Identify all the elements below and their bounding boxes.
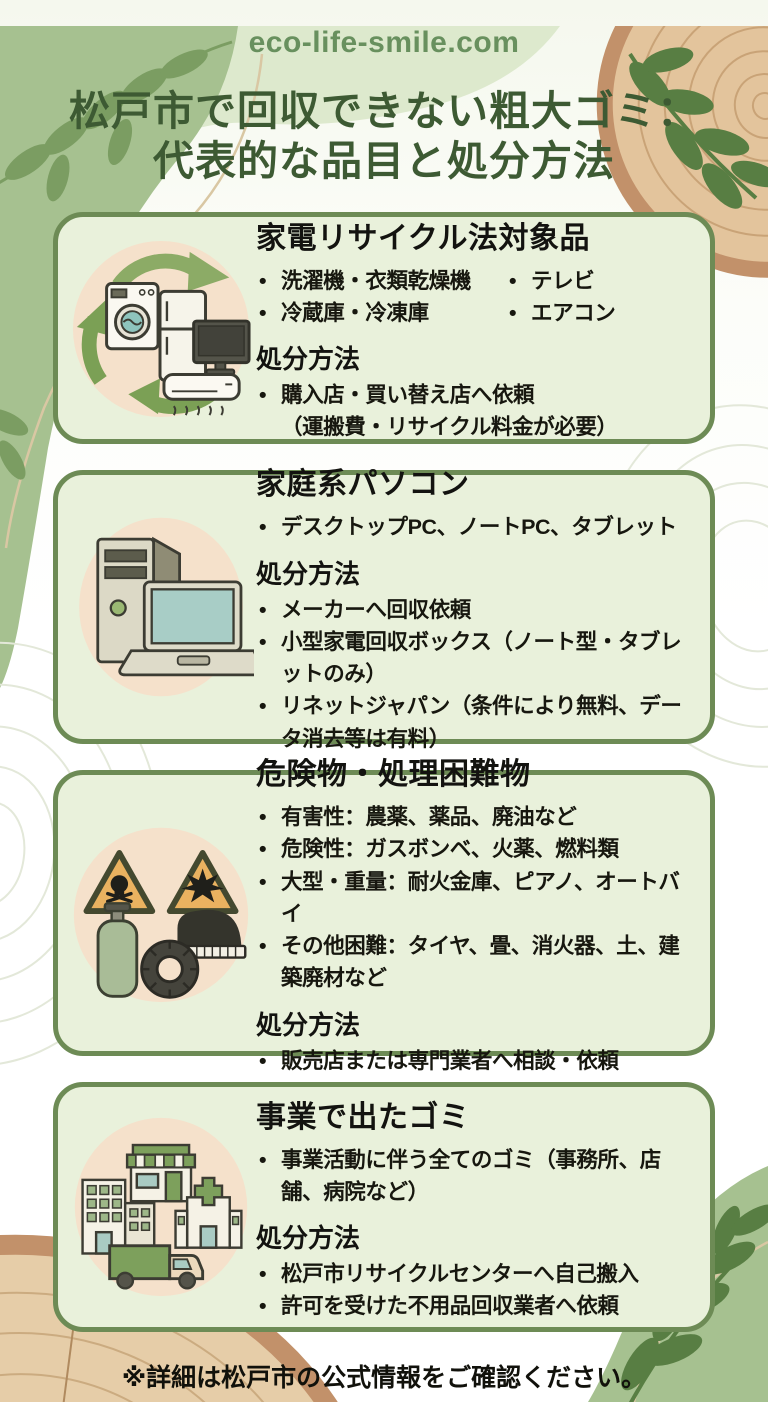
item-list-col2: テレビ エアコン — [506, 265, 616, 330]
card-appliance-body: 家電リサイクル法対象品 洗濯機・衣類乾燥機 冷蔵庫・冷凍庫 テレビ エアコン 処… — [256, 213, 704, 444]
disposal-label: 処分方法 — [256, 1223, 361, 1254]
card-title: 事業で出たゴミ — [256, 1100, 470, 1134]
list-item: 販売店または専門業者へ相談・依頼 — [256, 1045, 700, 1078]
list-item: メーカーへ回収依頼 — [256, 594, 700, 627]
disposal-list: 販売店または専門業者へ相談・依頼 — [256, 1045, 700, 1078]
gas-cylinder-icon — [96, 902, 139, 998]
card-hazardous: 危険物・処理困難物 有害性：農薬、薬品、廃油など 危険性：ガスボンベ、火薬、燃料… — [53, 758, 715, 1077]
tv-icon — [192, 319, 251, 376]
disposal-label: 処分方法 — [256, 558, 361, 589]
item-list: 有害性：農薬、薬品、廃油など 危険性：ガスボンベ、火薬、燃料類 大型・重量：耐火… — [256, 801, 700, 995]
disposal-list: 松戸市リサイクルセンターへ自己搬入 許可を受けた不用品回収業者へ依頼 — [256, 1258, 700, 1323]
appliance-recycle-icon — [66, 234, 256, 422]
card-business-waste: 事業で出たゴミ 事業活動に伴う全てのゴミ（事務所、店舗、病院など） 処分方法 松… — [53, 1082, 715, 1333]
disposal-note: （運搬費・リサイクル料金が必要） — [281, 415, 618, 440]
card-home-pc-body: 家庭系パソコン デスクトップPC、ノートPC、タブレット 処分方法 メーカーへ回… — [256, 459, 704, 755]
list-item: 購入店・買い替え店へ依頼（運搬費・リサイクル料金が必要） — [256, 379, 700, 444]
home-pc-icon — [66, 509, 256, 705]
list-item: 洗濯機・衣類乾燥機 — [256, 265, 506, 298]
card-title: 危険物・処理困難物 — [256, 758, 531, 792]
infographic-page: eco-life-smile.com 松戸市で回収できない粗大ゴミ： 代表的な品… — [0, 26, 768, 1394]
list-item: その他困難：タイヤ、畳、消火器、土、建築廃材など — [256, 930, 700, 995]
disposal-list: メーカーへ回収依頼 小型家電回収ボックス（ノート型・タブレットのみ） リネットジ… — [256, 594, 700, 755]
tire-icon — [140, 939, 200, 999]
page-title: 松戸市で回収できない粗大ゴミ： 代表的な品目と処分方法 — [0, 86, 768, 186]
list-item: 小型家電回収ボックス（ノート型・タブレットのみ） — [256, 626, 700, 691]
washing-machine-icon — [105, 282, 160, 351]
list-item: 危険性：ガスボンベ、火薬、燃料類 — [256, 833, 700, 866]
site-name: eco-life-smile.com — [248, 26, 520, 59]
air-conditioner-icon — [162, 373, 241, 416]
item-list: デスクトップPC、ノートPC、タブレット — [256, 511, 700, 544]
hazardous-items-icon — [66, 819, 256, 1007]
leaf-branch-top-right — [628, 47, 768, 209]
page-title-line1: 松戸市で回収できない粗大ゴミ： — [69, 88, 699, 134]
disposal-label: 処分方法 — [256, 344, 361, 375]
footer-note: ※詳細は松戸市の公式情報をご確認ください。 — [121, 1364, 647, 1393]
card-home-pc: 家庭系パソコン デスクトップPC、ノートPC、タブレット 処分方法 メーカーへ回… — [53, 468, 715, 751]
list-item: 大型・重量：耐火金庫、ピアノ、オートバイ — [256, 866, 700, 931]
card-list: 家電リサイクル法対象品 洗濯機・衣類乾燥機 冷蔵庫・冷凍庫 テレビ エアコン 処… — [53, 212, 715, 1333]
list-item: テレビ — [506, 265, 615, 298]
business-waste-icon — [66, 1113, 256, 1301]
disposal-label: 処分方法 — [256, 1009, 361, 1040]
card-business-body: 事業で出たゴミ 事業活動に伴う全てのゴミ（事務所、店舗、病院など） 処分方法 松… — [256, 1092, 704, 1323]
list-item: エアコン — [506, 297, 616, 330]
item-list-col1: 洗濯機・衣類乾燥機 冷蔵庫・冷凍庫 — [256, 265, 506, 330]
card-title: 家庭系パソコン — [256, 468, 470, 502]
list-item: 許可を受けた不用品回収業者へ依頼 — [256, 1290, 700, 1323]
list-item: 事業活動に伴う全てのゴミ（事務所、店舗、病院など） — [256, 1144, 700, 1209]
list-item: デスクトップPC、ノートPC、タブレット — [256, 511, 700, 544]
office-building-icon — [81, 1178, 127, 1255]
card-title: 家電リサイクル法対象品 — [256, 221, 590, 255]
card-appliance-recycle: 家電リサイクル法対象品 洗濯機・衣類乾燥機 冷蔵庫・冷凍庫 テレビ エアコン 処… — [53, 212, 715, 445]
truck-icon — [108, 1244, 205, 1290]
card-hazardous-body: 危険物・処理困難物 有害性：農薬、薬品、廃油など 危険性：ガスボンベ、火薬、燃料… — [256, 749, 704, 1077]
list-item: リネットジャパン（条件により無料、データ消去等は有料） — [256, 690, 700, 755]
list-item: 松戸市リサイクルセンターへ自己搬入 — [256, 1258, 700, 1291]
item-columns: 洗濯機・衣類乾燥機 冷蔵庫・冷凍庫 テレビ エアコン — [256, 265, 700, 330]
shop-icon — [125, 1143, 197, 1203]
page-title-line2: 代表的な品目と処分方法 — [153, 138, 615, 185]
list-item: 冷蔵庫・冷凍庫 — [256, 297, 506, 330]
disposal-list: 購入店・買い替え店へ依頼（運搬費・リサイクル料金が必要） — [256, 379, 700, 444]
leaf-branch-top-left — [0, 40, 233, 480]
hospital-icon — [174, 1176, 243, 1249]
laptop-icon — [118, 580, 254, 677]
item-list: 事業活動に伴う全てのゴミ（事務所、店舗、病院など） — [256, 1144, 700, 1209]
list-item: 有害性：農薬、薬品、廃油など — [256, 801, 700, 834]
